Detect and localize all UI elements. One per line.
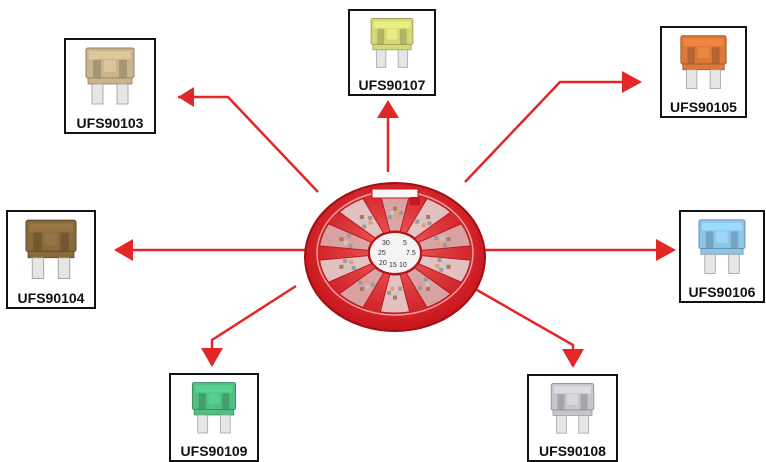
blade-fuse-icon bbox=[689, 216, 755, 283]
blade-fuse-icon bbox=[179, 379, 249, 442]
arrow-to-ufs90108 bbox=[469, 284, 584, 368]
fuse-card-ufs90104: UFS90104 bbox=[6, 210, 96, 309]
arrow-to-ufs90105 bbox=[464, 71, 642, 183]
kit-rating-label: 30 bbox=[382, 240, 390, 247]
arrow-to-ufs90107 bbox=[377, 100, 399, 172]
arrow-to-ufs90104 bbox=[114, 239, 305, 261]
blade-fuse-icon bbox=[74, 44, 146, 114]
kit-rating-label: 15 bbox=[389, 262, 397, 269]
fuse-label: UFS90107 bbox=[358, 77, 426, 93]
kit-rating-label: 20 bbox=[379, 260, 387, 267]
blade-fuse-icon bbox=[670, 32, 737, 98]
kit-rating-label: 25 bbox=[378, 250, 386, 257]
fuse-card-ufs90105: UFS90105 bbox=[660, 26, 747, 118]
fuse-label: UFS90106 bbox=[688, 284, 756, 300]
fuse-card-ufs90109: UFS90109 bbox=[169, 373, 259, 462]
kit-rating-label: 5 bbox=[403, 240, 407, 247]
fuse-label: UFS90105 bbox=[670, 99, 737, 115]
fuse-card-ufs90103: UFS90103 bbox=[64, 38, 156, 134]
fuse-card-ufs90106: UFS90106 bbox=[679, 210, 765, 303]
fuse-label: UFS90108 bbox=[539, 443, 606, 459]
fuse-label: UFS90103 bbox=[76, 115, 144, 131]
fuse-card-ufs90107: UFS90107 bbox=[348, 9, 436, 96]
blade-fuse-icon bbox=[537, 380, 608, 442]
kit-rating-label: 10 bbox=[399, 262, 407, 269]
fuse-label: UFS90104 bbox=[17, 290, 85, 306]
fuse-card-ufs90108: UFS90108 bbox=[527, 374, 618, 462]
blade-fuse-icon bbox=[16, 216, 86, 289]
arrow-to-ufs90109 bbox=[201, 284, 297, 367]
arrow-to-ufs90103 bbox=[178, 87, 319, 193]
fuse-label: UFS90109 bbox=[180, 443, 248, 459]
blade-fuse-icon bbox=[358, 15, 426, 76]
kit-rating-label: 7.5 bbox=[406, 250, 416, 257]
arrow-to-ufs90106 bbox=[482, 239, 676, 261]
